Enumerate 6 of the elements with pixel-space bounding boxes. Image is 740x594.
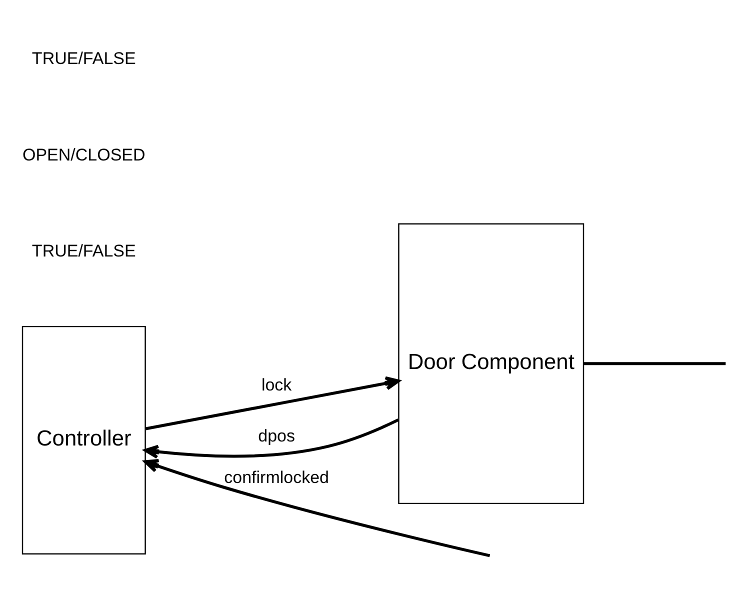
edge-label: dpos xyxy=(258,426,296,446)
label: OPEN/CLOSED xyxy=(22,145,146,164)
edge-label: lock xyxy=(261,376,292,395)
label: TRUE/FALSE xyxy=(32,49,136,68)
label: TRUE/FALSE xyxy=(32,241,136,260)
edge-label: confirmlocked xyxy=(224,468,330,488)
